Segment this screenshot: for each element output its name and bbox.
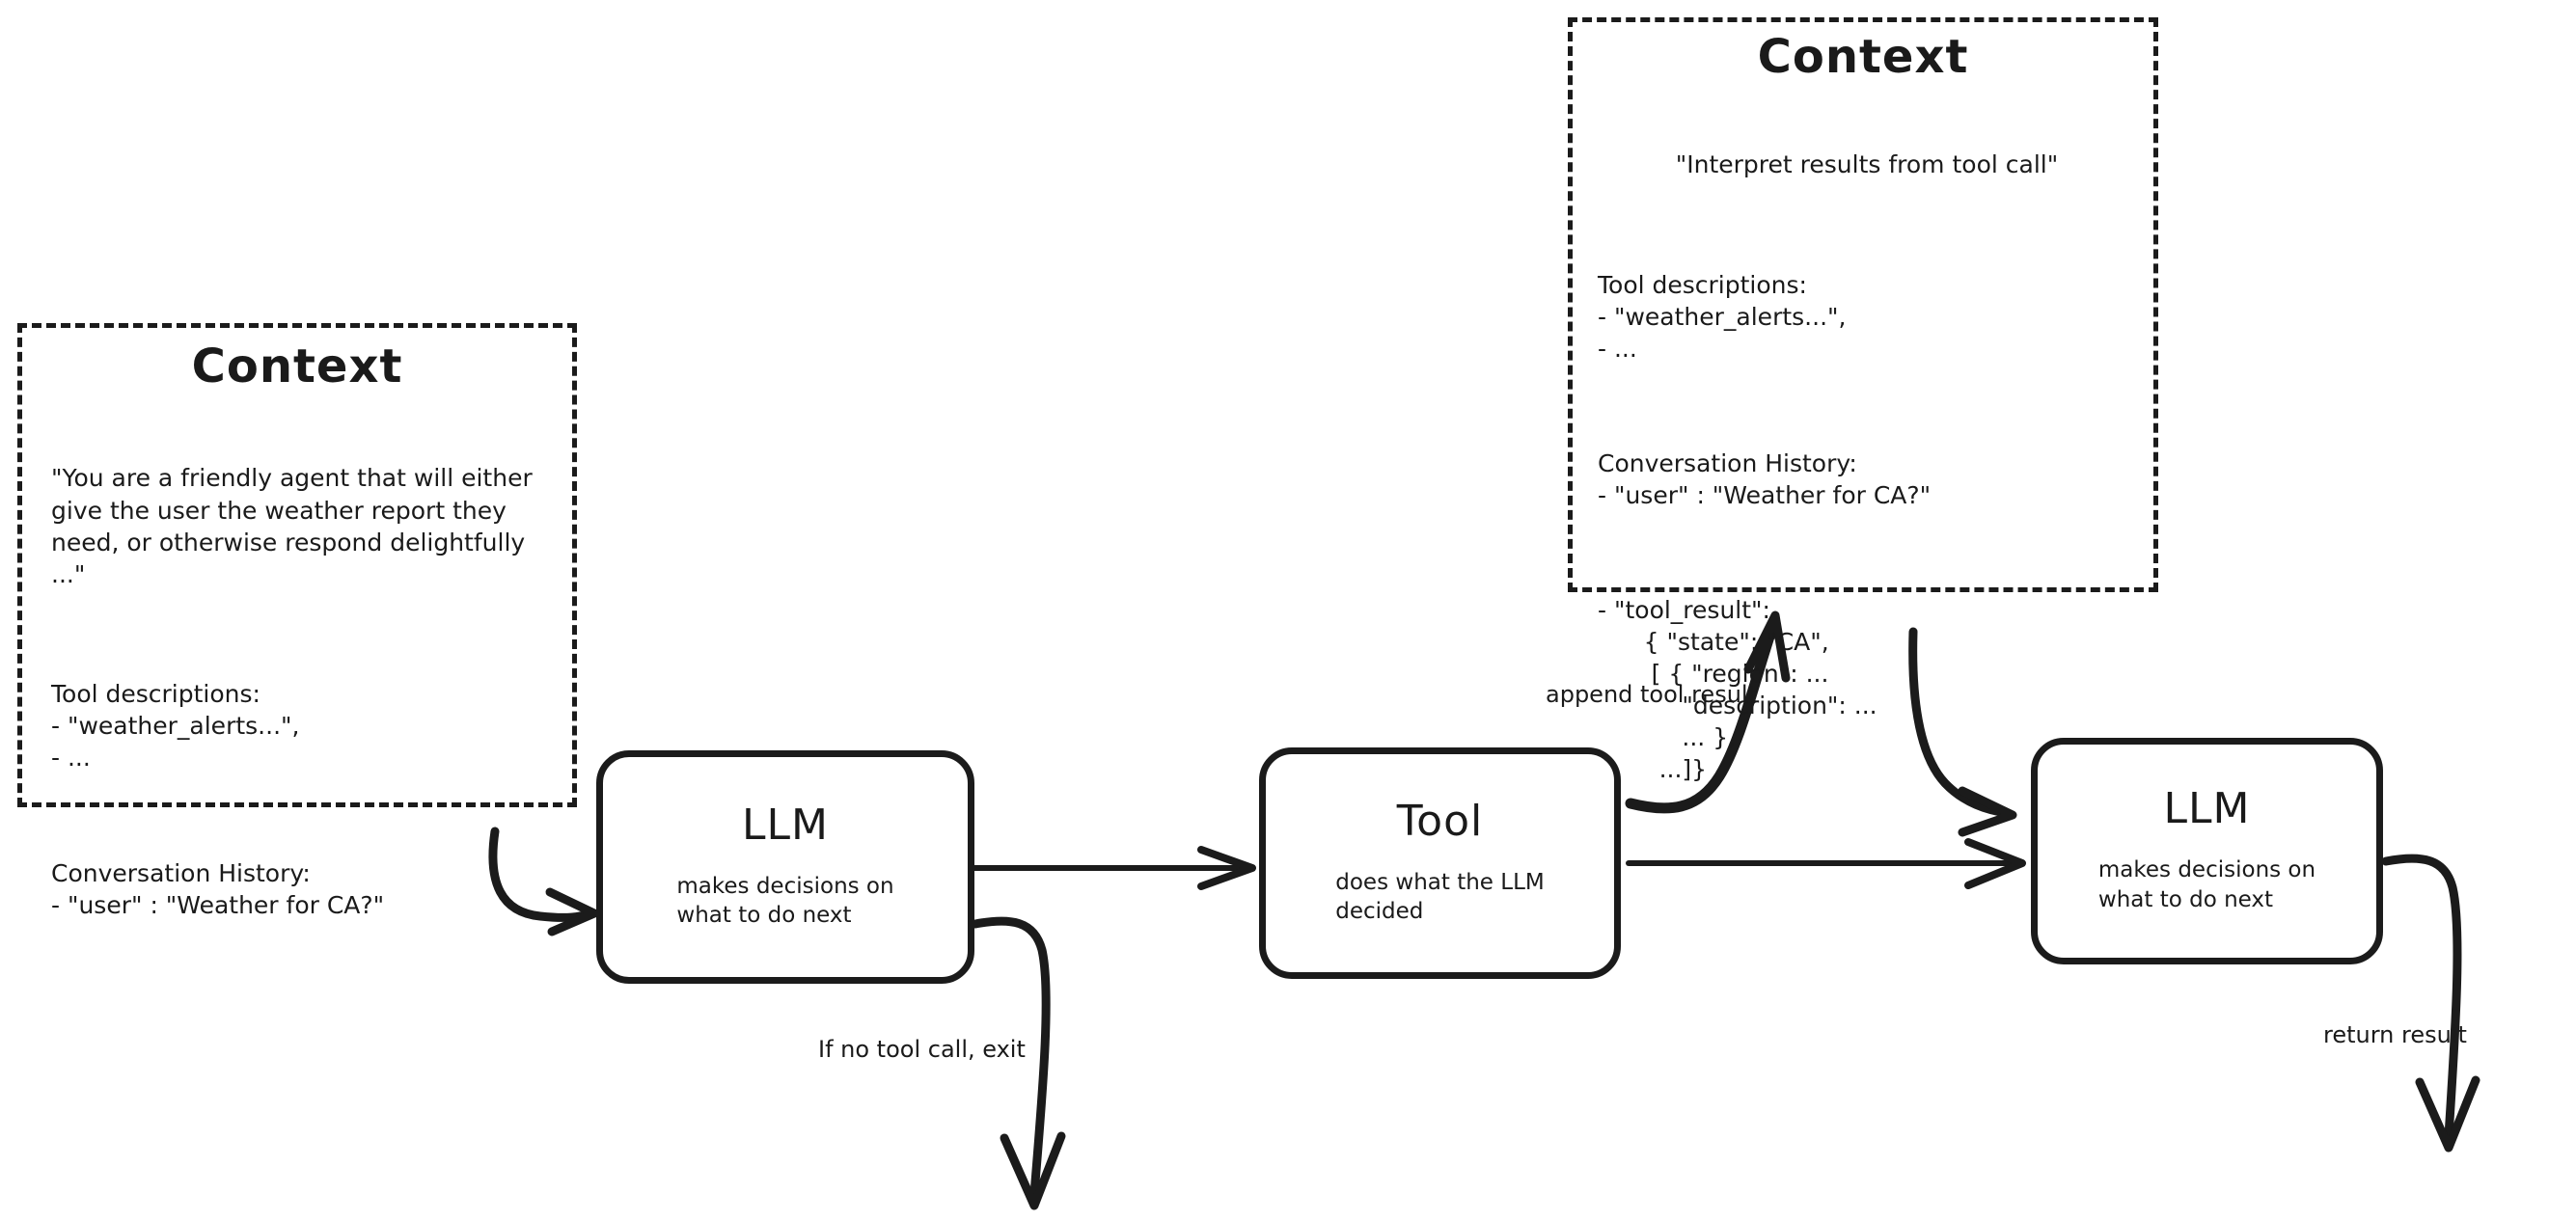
context-right-conversation-header: Conversation History: [1598, 448, 1857, 477]
context-left-system-prompt: "You are a friendly agent that will eith… [51, 464, 540, 589]
context-right-tool-descriptions: Tool descriptions: - "weather_alerts...",… [1598, 269, 2136, 365]
context-left-tool-descriptions-items: - "weather_alerts...", - ... [51, 712, 300, 773]
context-left-conversation-items: - "user" : "Weather for CA?" [51, 891, 385, 920]
edge-context-right-to-llm2 [1908, 627, 2017, 837]
context-right-tool-descriptions-header: Tool descriptions: [1598, 270, 1807, 299]
context-left-title: Context [191, 339, 403, 393]
edge-llm2-return [2381, 854, 2480, 1153]
context-right-conversation-items: - "user" : "Weather for CA?" [1598, 480, 1932, 509]
context-right-body: "Interpret results from tool call" Tool … [1573, 85, 2153, 849]
node-tool-subtitle: does what the LLM decided [1335, 869, 1545, 924]
context-right-title: Context [1757, 30, 1969, 84]
node-tool-title: Tool [1396, 796, 1484, 846]
edge-llm1-exit [971, 916, 1066, 1210]
node-llm-first[interactable]: LLM makes decisions on what to do next [596, 750, 974, 984]
node-llm-second-title: LLM [2163, 784, 2251, 834]
context-right-system-prompt: "Interpret results from tool call" [1675, 149, 2059, 178]
edge-context-left-to-llm1 [488, 827, 599, 936]
node-llm-second-subtitle: makes decisions on what to do next [2097, 857, 2316, 912]
edge-llm1-to-tool [970, 846, 1256, 890]
node-llm-first-subtitle: makes decisions on what to do next [676, 873, 894, 928]
edge-label-return-result: return result [2323, 1021, 2467, 1048]
context-left-conversation-header: Conversation History: [51, 859, 311, 888]
node-tool[interactable]: Tool does what the LLM decided [1259, 747, 1621, 979]
context-box-right: Context "Interpret results from tool cal… [1568, 17, 2158, 783]
context-left-conversation: Conversation History: - "user" : "Weather… [51, 857, 551, 922]
context-left-tool-descriptions-header: Tool descriptions: [51, 679, 260, 708]
context-left-body: "You are a friendly agent that will eith… [22, 398, 572, 986]
context-right-tool-result: - "tool_result": { "state": "CA", [ { "r… [1598, 595, 1877, 783]
node-llm-first-title: LLM [742, 800, 829, 850]
context-left-tool-descriptions: Tool descriptions: - "weather_alerts...",… [51, 678, 551, 774]
context-right-tool-descriptions-items: - "weather_alerts...", - ... [1598, 302, 1847, 363]
edge-label-append-tool-result: append tool result [1546, 681, 1757, 708]
context-box-left: Context "You are a friendly agent that w… [17, 323, 577, 919]
edge-tool-to-llm2 [1626, 838, 2026, 889]
node-llm-second[interactable]: LLM makes decisions on what to do next [2031, 738, 2383, 964]
edge-label-no-tool-call-exit: If no tool call, exit [818, 1036, 1026, 1063]
context-right-conversation: Conversation History: - "user" : "Weather… [1598, 448, 2136, 511]
edge-tool-to-context-right [1625, 610, 1791, 814]
